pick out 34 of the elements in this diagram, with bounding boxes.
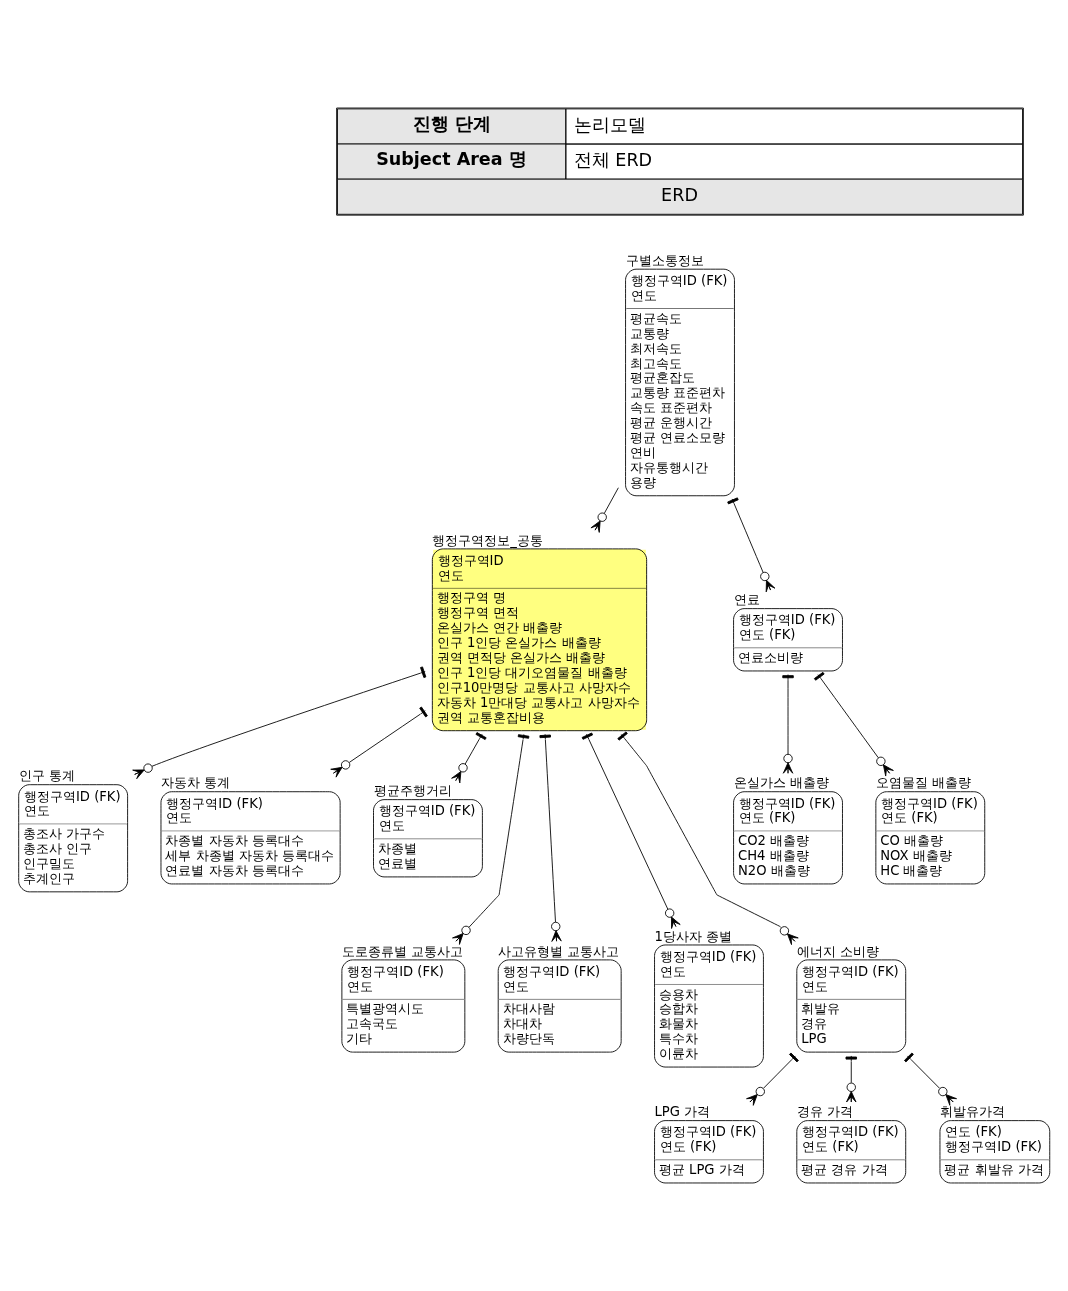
node-label: 온실가스 배출량	[733, 775, 829, 791]
connector	[539, 733, 562, 942]
connector	[813, 671, 894, 777]
label: 전체 ERD	[573, 149, 653, 170]
node-label: 구별소통정보	[625, 252, 704, 268]
connector	[330, 706, 428, 778]
connector	[845, 1055, 857, 1103]
node-label: 행정구역정보_공통	[432, 532, 543, 548]
node-label: 휘발유가격	[939, 1104, 1005, 1120]
label: 진행 단계	[413, 113, 492, 134]
node-label: 도로종류별 교통사고	[341, 943, 464, 959]
label: Subject Area 명	[376, 149, 527, 170]
connector	[452, 733, 530, 945]
node-label: 자동차 통계	[160, 775, 231, 791]
connector	[727, 497, 776, 593]
node-label: 사고유형별 교통사고	[498, 943, 620, 959]
connector	[782, 674, 794, 774]
node-label: 평균주행거리	[373, 783, 452, 799]
label: 논리모델	[573, 114, 646, 135]
connector	[581, 732, 681, 929]
label: ERD	[661, 185, 698, 206]
node-label: 1당사자 종별	[654, 928, 733, 944]
node-label: 인구 통계	[18, 768, 75, 784]
node-label: LPG 가격	[654, 1104, 711, 1120]
node-label: 경유 가격	[796, 1104, 853, 1120]
connector	[132, 666, 427, 780]
connector	[617, 731, 799, 946]
connector	[590, 487, 619, 533]
connector	[451, 732, 487, 784]
connector	[746, 1052, 799, 1106]
node-label: 연료	[733, 592, 760, 608]
node-label: 오염물질 배출량	[875, 775, 972, 791]
connector	[904, 1052, 958, 1106]
node-label: 에너지 소비량	[796, 943, 879, 959]
